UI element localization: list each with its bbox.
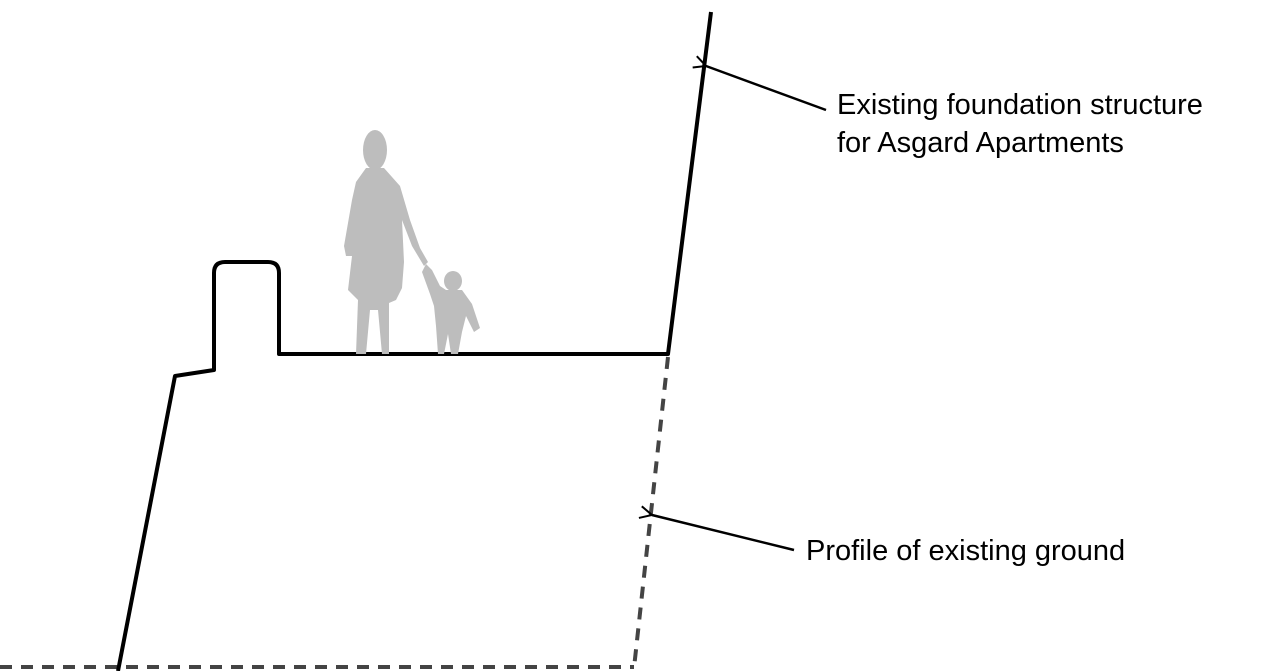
adult-silhouette xyxy=(344,130,428,354)
existing-ground-profile xyxy=(0,356,670,669)
foundation-annotation-line2: for Asgard Apartments xyxy=(837,127,1124,159)
ground-annotation: Profile of existing ground xyxy=(806,535,1126,567)
child-silhouette xyxy=(422,264,480,354)
foundation-structure-outline xyxy=(116,11,713,671)
ground-leader-arrow xyxy=(652,515,795,552)
foundation-leader-arrow xyxy=(706,66,827,112)
foundation-annotation: Existing foundation structure for Asgard… xyxy=(837,86,1203,162)
foundation-annotation-line1: Existing foundation structure xyxy=(837,89,1203,121)
